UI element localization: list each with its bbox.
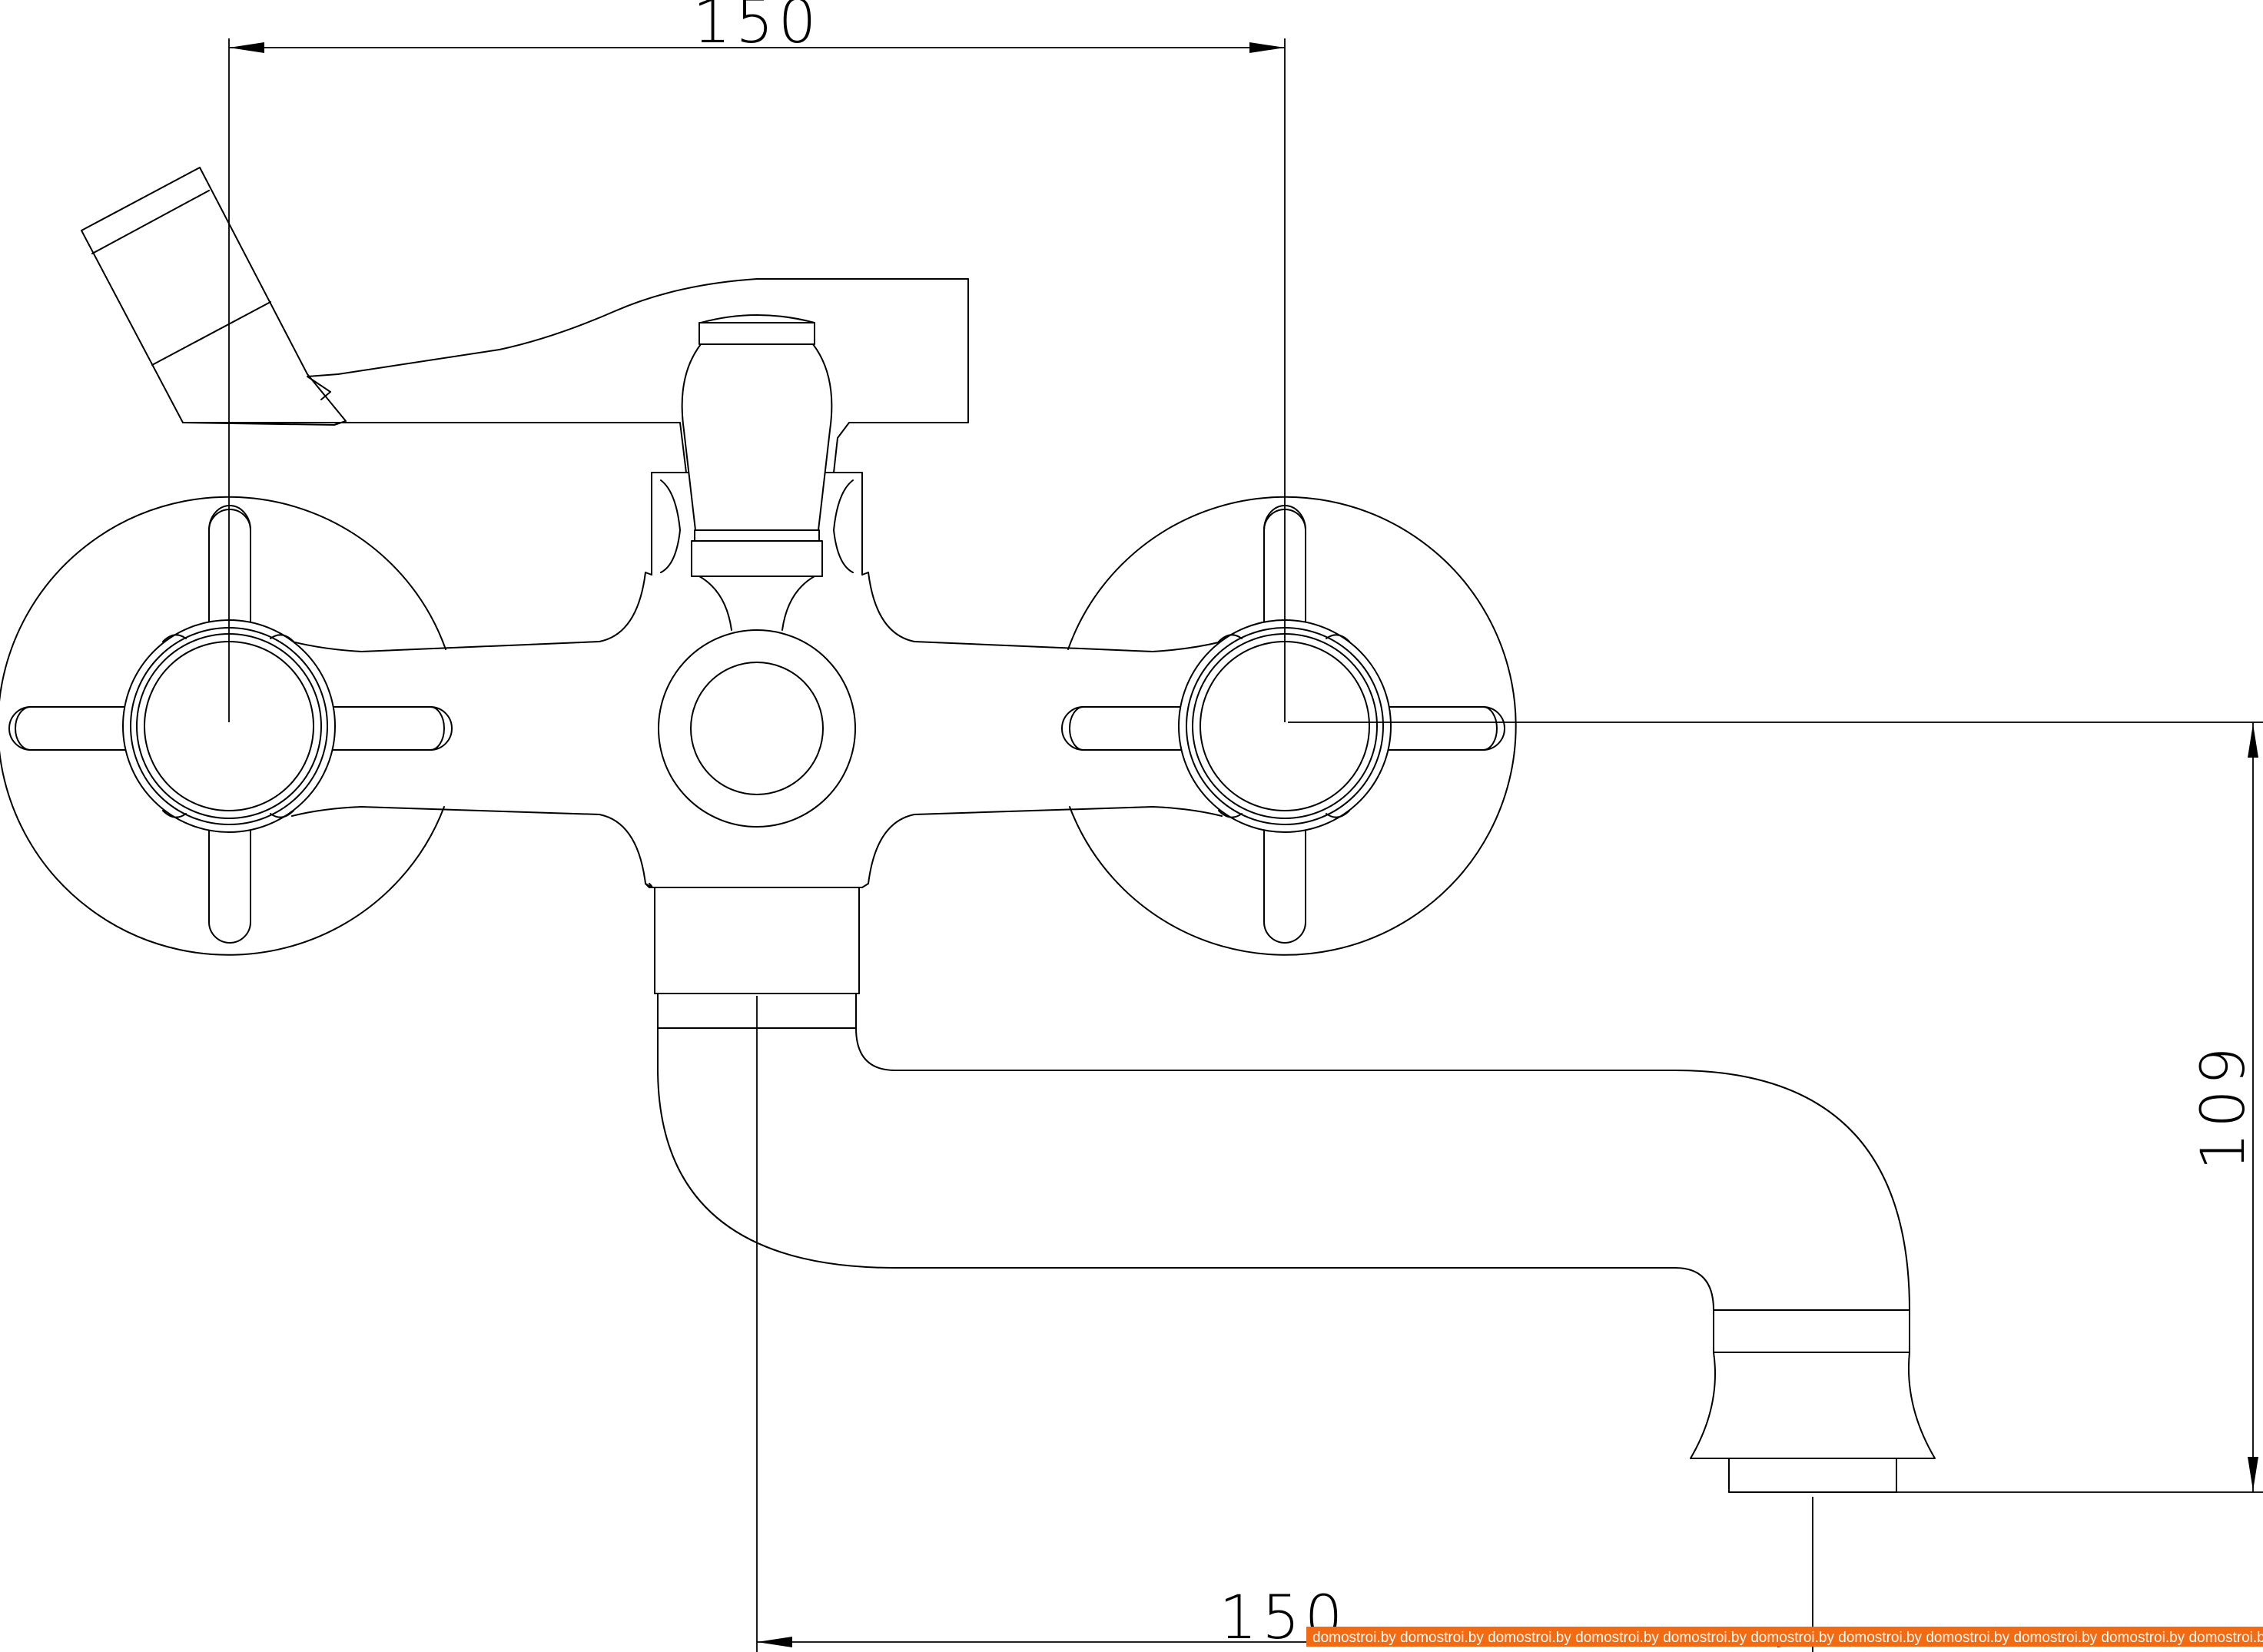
shower-holder [81,167,969,473]
right-valve-assembly [868,496,1517,956]
diverter-knob [681,314,833,577]
spout [657,1027,1936,1493]
watermark-banner: domostroi.by domostroi.by domostroi.by d… [1306,1627,2263,1647]
dimension-label-top: 150 [693,0,821,57]
dimension-bottom-150: 150 [756,996,1813,1652]
dimension-right-109: 109 [1288,722,2263,1493]
dimension-top-150: 150 [228,0,1286,722]
watermark-text: domostroi.by domostroi.by domostroi.by d… [1312,1630,2263,1646]
dimension-label-height: 109 [2189,1043,2258,1171]
center-body [645,472,869,1029]
left-valve-assembly [0,496,646,956]
